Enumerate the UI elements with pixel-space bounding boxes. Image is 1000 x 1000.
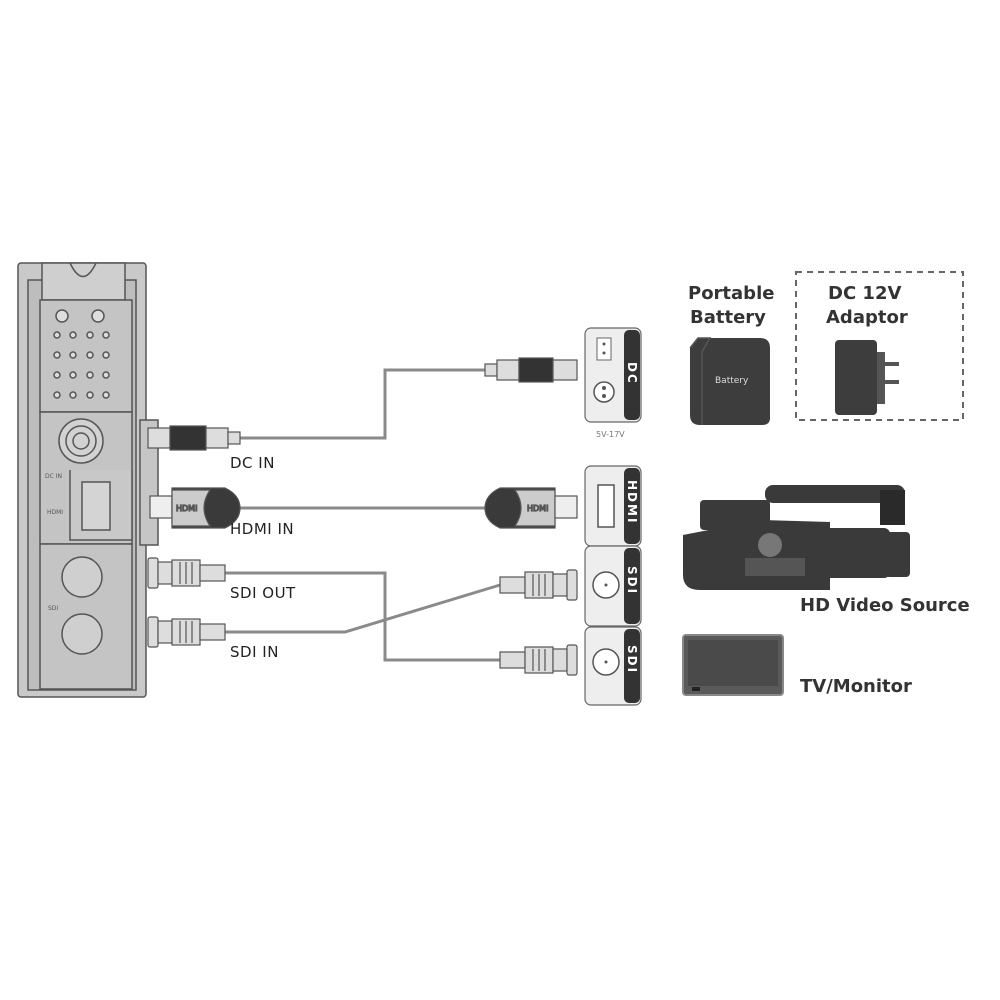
dc-cable	[240, 368, 485, 440]
sdi-in-label: SDI IN	[230, 643, 279, 661]
hdmi-panel: HDMI	[584, 465, 642, 547]
sdi-in-plug-left	[147, 616, 226, 648]
adaptor-label-line2: Adaptor	[826, 307, 908, 328]
monitor-device-side	[17, 262, 159, 698]
sdi-panel-2-label: SDI	[625, 645, 639, 674]
tv-monitor-label: TV/Monitor	[800, 676, 912, 697]
video-source-label: HD Video Source	[800, 595, 970, 616]
hdmi-plug-right: HDMI	[484, 487, 578, 529]
sdi-in-cable	[225, 583, 501, 634]
adaptor-dashed-box	[795, 271, 964, 421]
tv-monitor-icon	[682, 634, 784, 696]
sdi-panel-1-label: SDI	[625, 566, 639, 595]
dc-in-label: DC IN	[230, 454, 275, 472]
hdmi-side-label: HDMI	[47, 509, 63, 516]
cables	[225, 368, 501, 662]
battery-icon-text: Battery	[715, 376, 749, 386]
dc-plug-left	[147, 425, 241, 451]
video-camera-icon	[683, 485, 910, 590]
sdi-ports	[61, 556, 103, 655]
dc-plug-right	[484, 357, 578, 383]
battery-label-line1: Portable	[688, 283, 774, 304]
hdmi-panel-label: HDMI	[625, 480, 639, 524]
dc-in-side-label: DC IN	[45, 473, 62, 480]
battery-icon: Battery	[689, 337, 770, 425]
dc-panel-label: DC	[625, 362, 639, 385]
hdmi-in-label: HDMI IN	[230, 520, 294, 538]
sdi-out-plug-left	[147, 557, 226, 589]
adaptor-icon	[835, 340, 899, 415]
adaptor-label-line1: DC 12V	[828, 283, 901, 304]
sdi-panel-1: SDI	[584, 545, 642, 627]
hdmi-plug-left: HDMI	[149, 487, 241, 529]
dc-in-port	[58, 418, 104, 464]
sdi-panel-2: SDI	[584, 626, 642, 706]
hdmi-port	[81, 481, 111, 531]
dc-voltage-label: 5V-17V	[596, 430, 625, 439]
dc-panel: DC	[584, 327, 642, 423]
sdi-plug-right-1	[499, 569, 578, 601]
vent-dots	[53, 309, 110, 399]
sdi-side-label: SDI	[48, 605, 58, 612]
battery-label-line2: Battery	[690, 307, 766, 328]
sdi-out-label: SDI OUT	[230, 584, 296, 602]
hdmi-plug-left-text: HDMI	[176, 504, 197, 513]
sdi-plug-right-2	[499, 644, 578, 676]
sdi-out-cable	[225, 571, 500, 662]
hdmi-plug-right-text: HDMI	[527, 504, 548, 513]
